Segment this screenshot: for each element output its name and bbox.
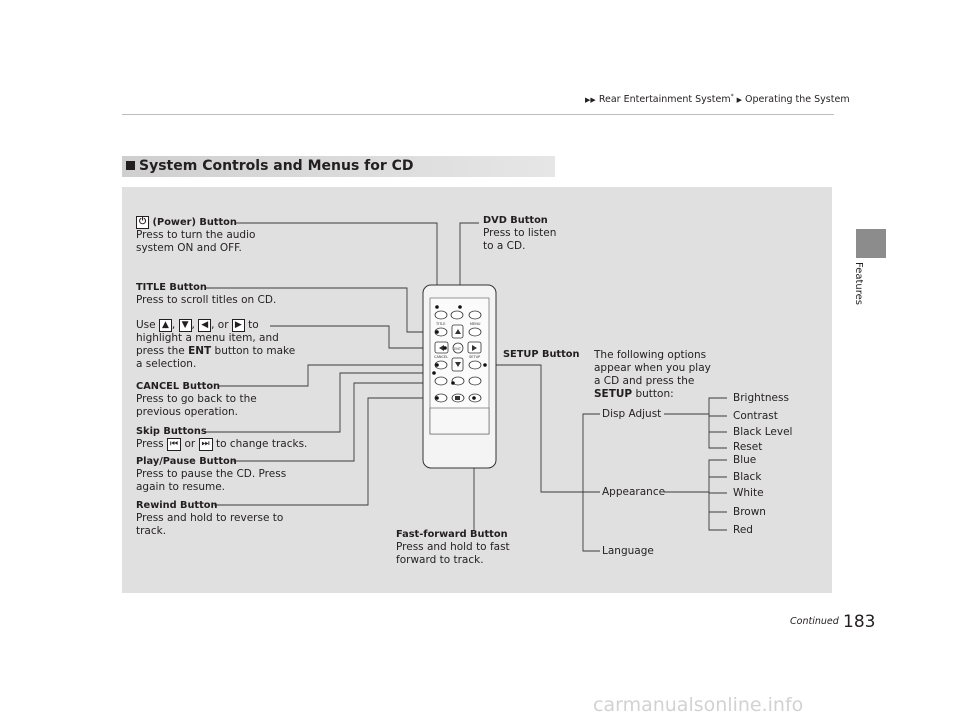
option-blue: Blue — [733, 454, 757, 466]
option-black: Black — [733, 471, 762, 483]
option-contrast: Contrast — [733, 410, 778, 422]
option-brightness: Brightness — [733, 392, 789, 404]
breadcrumb-part2: Operating the System — [745, 94, 850, 106]
section-title: System Controls and Menus for CD — [126, 156, 414, 177]
svg-text:MENU: MENU — [470, 322, 481, 326]
remote-control: TITLE MENU CANCEL SETUP ENT — [422, 284, 497, 469]
square-bullet-icon — [126, 161, 135, 170]
svg-text:SETUP: SETUP — [469, 355, 480, 359]
skip-forward-icon: ⏭ — [198, 438, 213, 451]
breadcrumb-arrow-icon: ▶▶ — [585, 96, 596, 105]
breadcrumb: ▶▶ Rear Entertainment System* ▶ Operatin… — [585, 93, 850, 105]
options-intro: The following options appear when you pl… — [594, 349, 711, 400]
dvd-callout: DVD Button Press to listen to a CD. — [483, 215, 557, 252]
right-arrow-icon: ▶ — [231, 319, 245, 332]
watermark: carmanualsonline.info — [593, 694, 804, 716]
power-icon: ⏻ — [136, 216, 150, 229]
cancel-callout: CANCEL Button Press to go back to the pr… — [136, 381, 257, 418]
breadcrumb-part1: Rear Entertainment System — [598, 94, 731, 106]
breadcrumb-arrow-icon: ▶ — [736, 96, 742, 105]
svg-text:TITLE: TITLE — [435, 322, 445, 326]
option-white: White — [733, 487, 764, 499]
breadcrumb-mark: * — [730, 93, 734, 100]
arrows-callout: Use ▲, ▼, ◀, or ▶ to highlight a menu it… — [136, 319, 296, 370]
appearance-label: Appearance — [602, 486, 666, 498]
option-reset: Reset — [733, 441, 763, 453]
page-number: 183 — [843, 612, 876, 632]
svg-text:ENT: ENT — [454, 347, 462, 351]
play-callout: Play/Pause Button Press to pause the CD.… — [136, 456, 287, 493]
skip-callout: Skip Buttons Press ⏮ or ⏭ to change trac… — [136, 426, 308, 451]
ff-callout: Fast-forward Button Press and hold to fa… — [396, 529, 510, 566]
section-bar — [122, 156, 555, 177]
skip-back-icon: ⏮ — [166, 438, 182, 451]
continued-label: Continued — [790, 616, 839, 627]
title-callout: TITLE Button Press to scroll titles on C… — [136, 282, 277, 306]
option-black-level: Black Level — [733, 426, 793, 438]
sidebar-tab — [856, 229, 886, 258]
option-red: Red — [733, 524, 753, 536]
power-callout: ⏻ (Power) Button Press to turn the audio… — [136, 216, 256, 254]
setup-callout: SETUP Button — [503, 349, 580, 360]
option-brown: Brown — [733, 506, 766, 518]
up-arrow-icon: ▲ — [158, 319, 172, 332]
language-label: Language — [602, 545, 654, 557]
disp-adjust-label: Disp Adjust — [602, 408, 662, 420]
header-rule — [122, 114, 834, 115]
svg-text:CANCEL: CANCEL — [434, 355, 448, 359]
left-arrow-icon: ◀ — [198, 319, 212, 332]
rewind-callout: Rewind Button Press and hold to reverse … — [136, 500, 284, 537]
down-arrow-icon: ▼ — [178, 319, 192, 332]
